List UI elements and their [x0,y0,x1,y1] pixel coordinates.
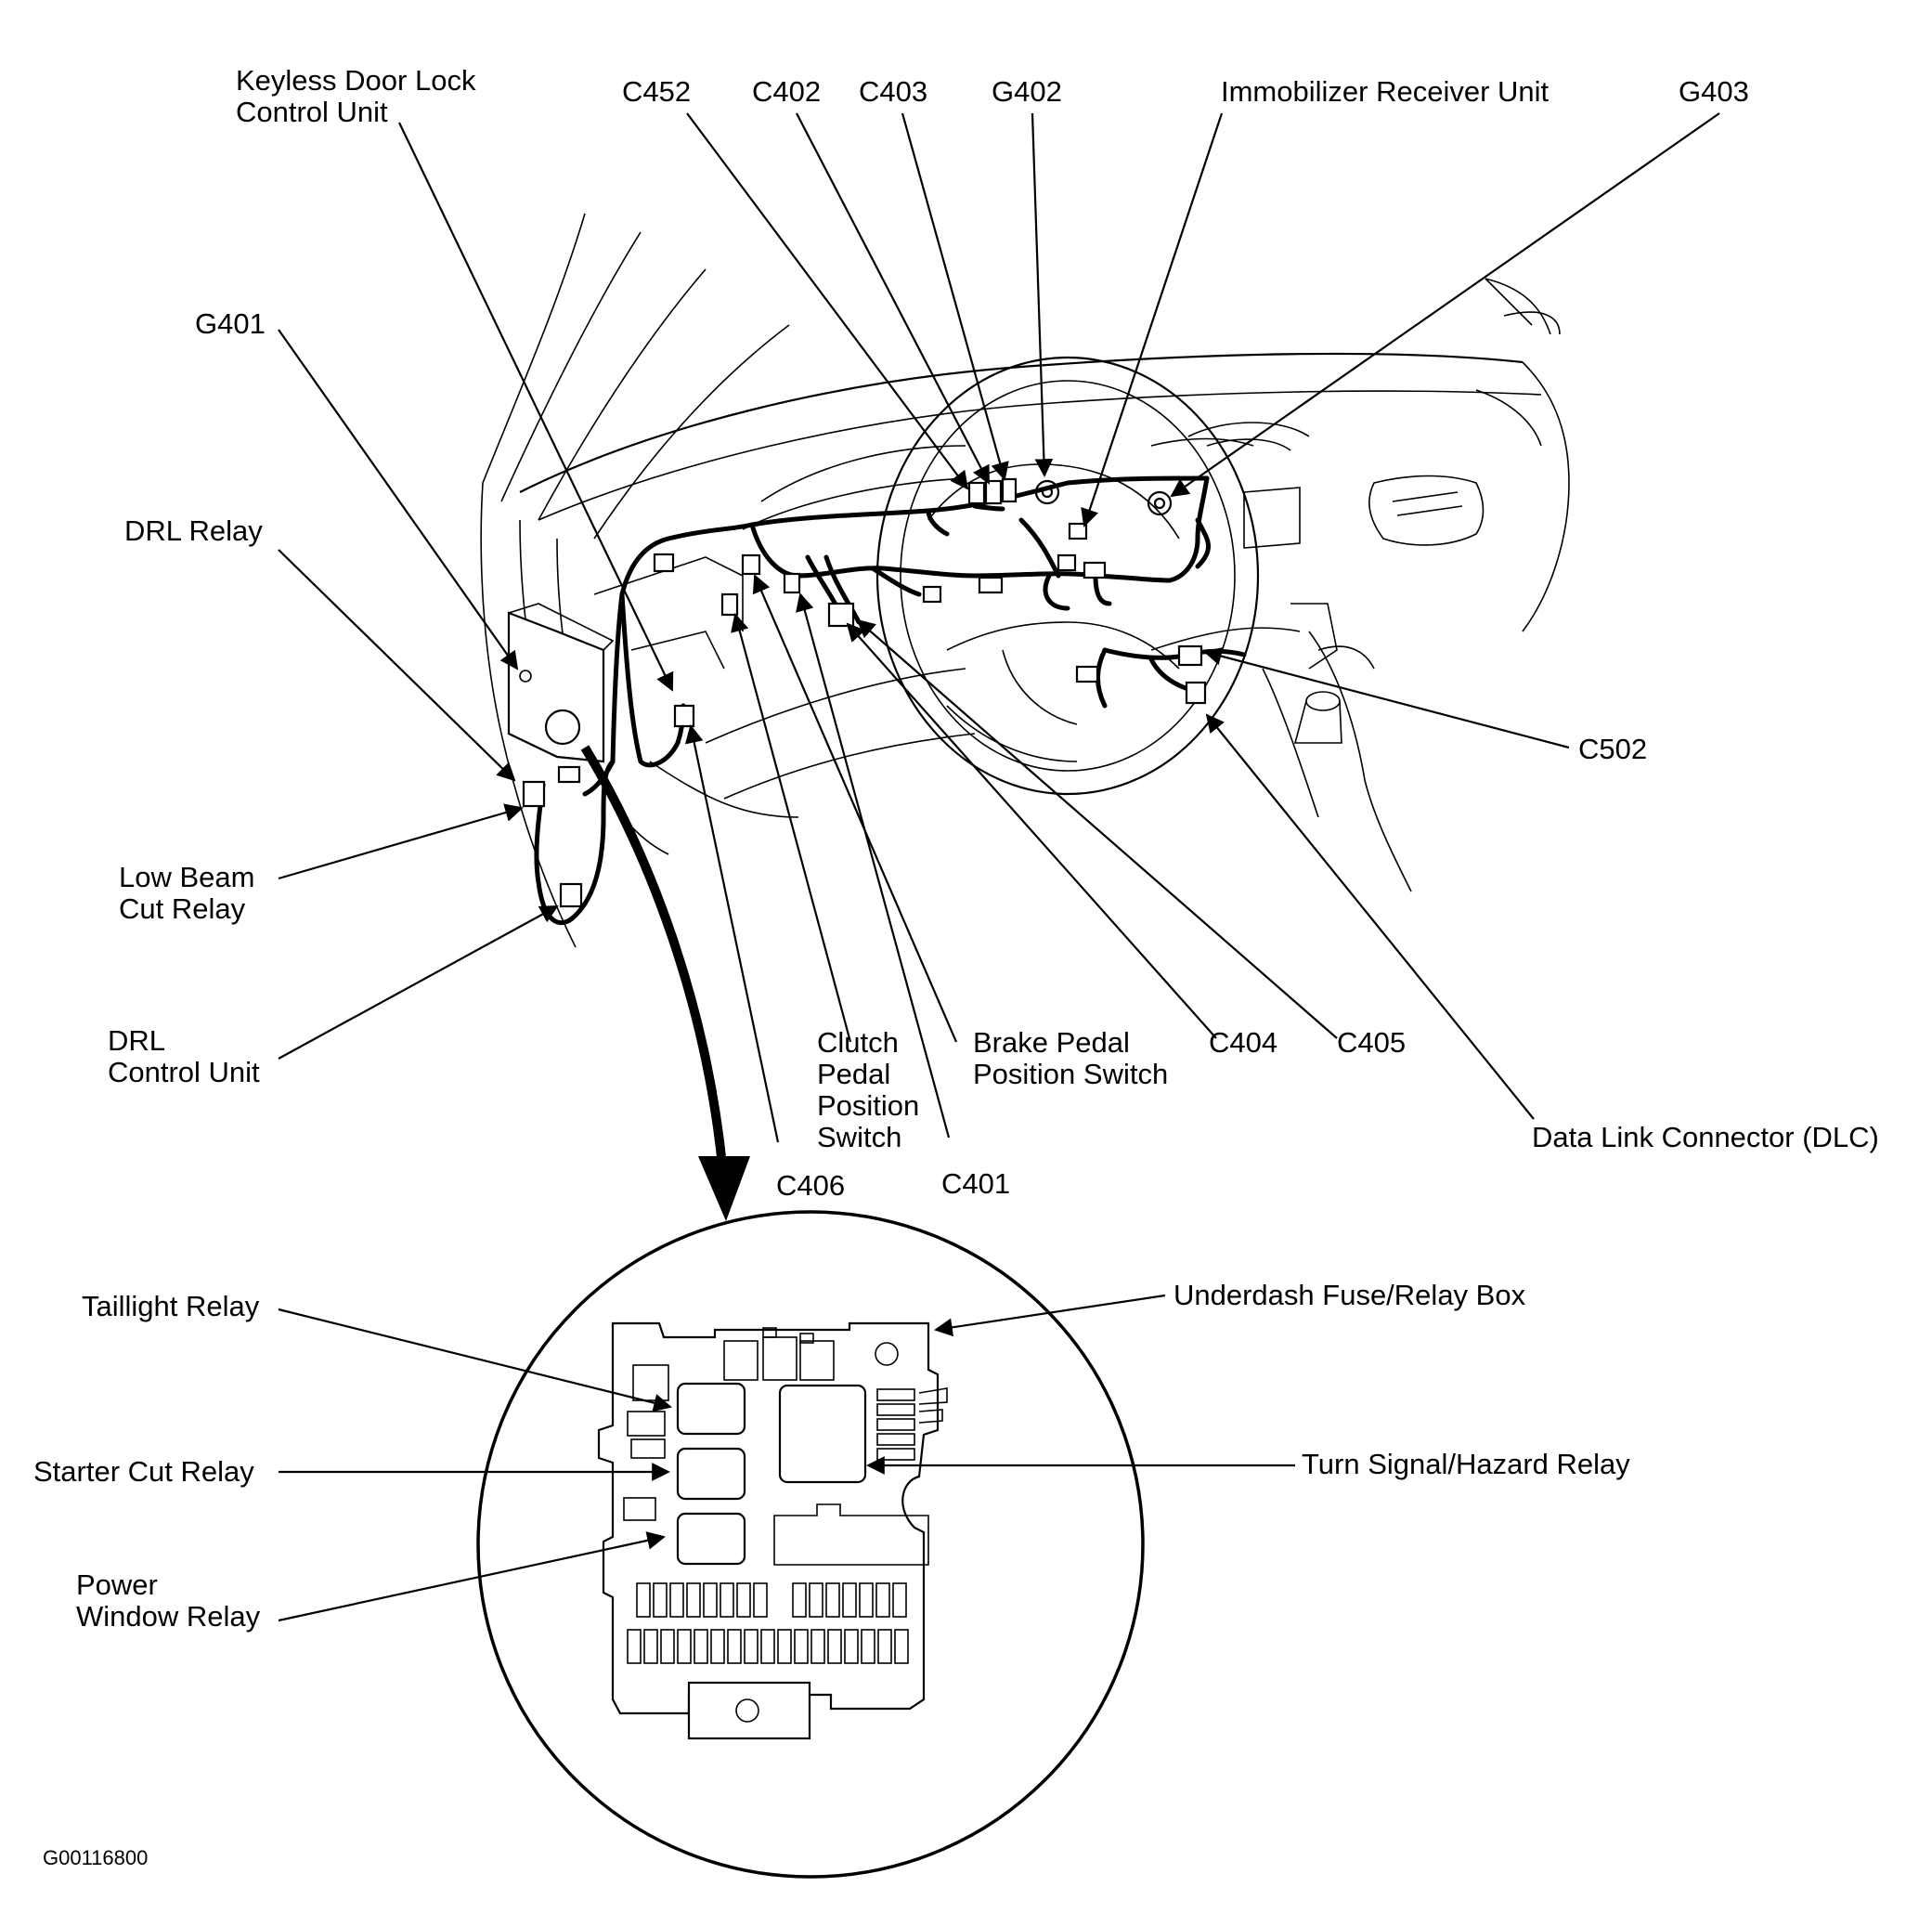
label-c405: C405 [1337,1026,1407,1059]
label-keyless-door-lock-control-unit: Keyless Door Lock Control Unit [236,65,475,128]
label-c452: C452 [622,75,692,108]
detail-leader-lines [278,1294,1295,1622]
label-turn-signal-hazard-relay: Turn Signal/Hazard Relay [1302,1448,1630,1480]
label-power-window-line2: Window Relay [76,1600,261,1633]
label-keyless-line2: Control Unit [236,96,388,128]
detail-circle [476,1210,1145,1879]
label-low-beam-line2: Cut Relay [119,892,246,925]
label-c404: C404 [1209,1026,1278,1059]
label-low-beam-line1: Low Beam [119,861,255,893]
label-brake-pedal-position-switch: Brake Pedal Position Switch [973,1027,1168,1090]
label-drl-unit-line1: DRL [108,1024,166,1057]
label-data-link-connector: Data Link Connector (DLC) [1532,1121,1879,1153]
leader-lines [278,112,1720,1143]
harness-connectors [522,477,1207,908]
label-power-window-relay: Power Window Relay [76,1569,260,1633]
label-brake-line1: Brake Pedal [973,1026,1130,1059]
label-immobilizer-receiver-unit: Immobilizer Receiver Unit [1221,75,1549,108]
fuse-row-lower [627,1629,909,1664]
label-g401: G401 [195,307,266,340]
label-drl-relay: DRL Relay [124,514,263,547]
label-c401: C401 [941,1167,1011,1200]
label-keyless-line1: Keyless Door Lock [236,64,476,97]
label-g402: G402 [992,75,1062,108]
label-clutch-line2: Pedal [817,1058,891,1090]
wiring-harness [534,475,1247,926]
label-clutch-line1: Clutch [817,1026,899,1059]
label-low-beam-cut-relay: Low Beam Cut Relay [119,862,254,925]
figure-code: G00116800 [43,1846,149,1869]
label-c406: C406 [776,1169,846,1202]
label-clutch-line3: Position [817,1089,920,1122]
label-taillight-relay: Taillight Relay [82,1290,260,1322]
fuse-row-upper [636,1582,907,1618]
dashboard-outline [480,213,1570,948]
underdash-fuse-relay-box [597,1321,948,1740]
label-underdash-fuse-relay-box: Underdash Fuse/Relay Box [1173,1279,1526,1311]
label-clutch-line4: Switch [817,1121,902,1153]
label-g403: G403 [1679,75,1749,108]
label-clutch-pedal-position-switch: Clutch Pedal Position Switch [817,1027,919,1153]
label-c403: C403 [859,75,928,108]
label-starter-cut-relay: Starter Cut Relay [33,1455,254,1488]
detail-pointer-arrow [580,745,750,1221]
label-power-window-line1: Power [76,1568,158,1601]
label-c402: C402 [752,75,822,108]
label-drl-unit-line2: Control Unit [108,1056,260,1088]
drl-control-unit-box [507,603,615,763]
label-c502: C502 [1578,733,1648,765]
label-brake-line2: Position Switch [973,1058,1169,1090]
label-drl-control-unit: DRL Control Unit [108,1025,260,1088]
